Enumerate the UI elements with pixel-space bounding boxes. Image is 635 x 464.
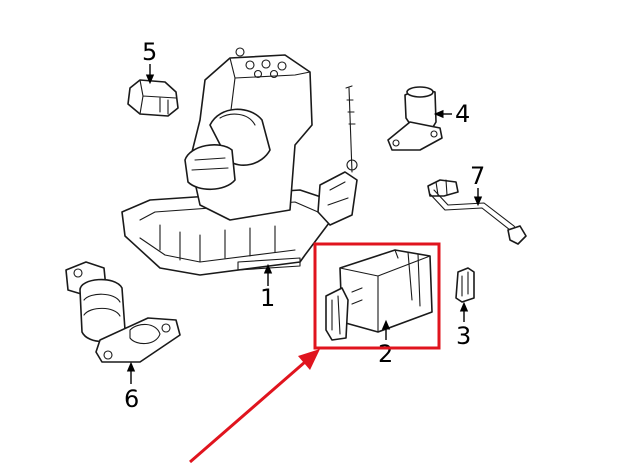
part-4-bracket-sensor <box>387 86 443 151</box>
callout-2: 2 <box>378 340 393 368</box>
callout-7: 7 <box>470 162 485 190</box>
leader-lines <box>126 64 483 384</box>
part-2-canister <box>325 249 433 341</box>
callout-4: 4 <box>455 100 470 128</box>
part-1-module-assembly <box>121 47 358 276</box>
highlight-arrow-shaft <box>189 360 306 464</box>
callout-6: 6 <box>124 385 139 413</box>
part-7-pipe-sensor <box>427 179 527 245</box>
part-5-sensor <box>127 79 179 117</box>
highlight-arrowhead <box>298 349 320 370</box>
highlight-annotation <box>189 242 441 464</box>
callout-5: 5 <box>142 38 157 66</box>
part-6-valve <box>65 261 181 363</box>
callout-1: 1 <box>260 284 275 312</box>
callout-3: 3 <box>456 322 471 350</box>
highlight-box <box>313 242 441 350</box>
part-3-clip <box>455 267 475 303</box>
